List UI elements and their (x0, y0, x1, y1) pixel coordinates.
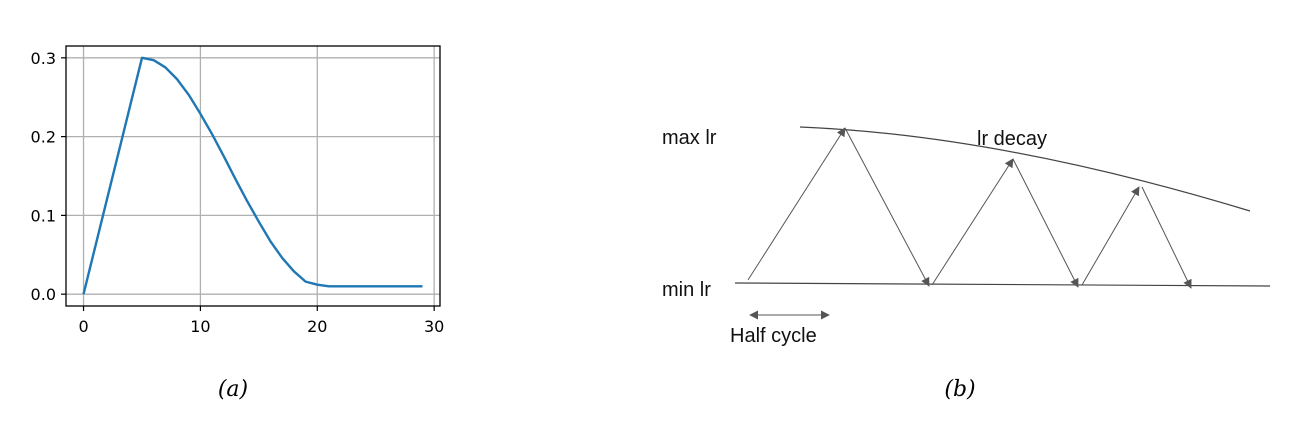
x-tick-label: 30 (424, 317, 444, 336)
cycle-arrow-down-1 (844, 127, 930, 287)
chart-series (82, 56, 423, 295)
cycle-arrow-up-1 (747, 127, 846, 281)
plot-frame (65, 45, 441, 307)
min-lr-label: min lr (662, 279, 711, 301)
x-tick-label: 0 (78, 317, 88, 336)
x-tick-label: 20 (307, 317, 327, 336)
half-cycle-label: Half cycle (730, 325, 817, 347)
y-tick-label: 0.2 (31, 128, 56, 147)
y-tick-label: 0.0 (31, 285, 56, 304)
series-line (82, 56, 423, 295)
cycle-arrow-down-3 (1141, 186, 1192, 289)
caption-a: (a) (218, 377, 248, 402)
y-tick-label: 0.1 (31, 206, 56, 225)
cycle-arrow-down-2 (1012, 158, 1079, 288)
chart-axes (65, 45, 441, 307)
chart-ticks: 0 10 20 30 0.0 0.1 0.2 0.3 (31, 49, 445, 336)
caption-b: (b) (944, 377, 975, 402)
cycle-arrow-up-2 (931, 158, 1014, 286)
cycle-arrow-up-3 (1081, 186, 1140, 286)
x-tick-label: 10 (190, 317, 210, 336)
chart-a: 0 10 20 30 0.0 0.1 0.2 0.3 (a) (31, 45, 445, 402)
chart-grid (66, 46, 440, 306)
max-lr-label: max lr (662, 127, 717, 149)
y-tick-label: 0.3 (31, 49, 56, 68)
min-lr-line (734, 282, 1271, 287)
lr-decay-label: lr decay (977, 128, 1047, 150)
lr-cycle-diagram: max lr min lr lr decay Half cycle (b) (662, 126, 1271, 402)
max-lr-decay-curve (799, 126, 1251, 212)
